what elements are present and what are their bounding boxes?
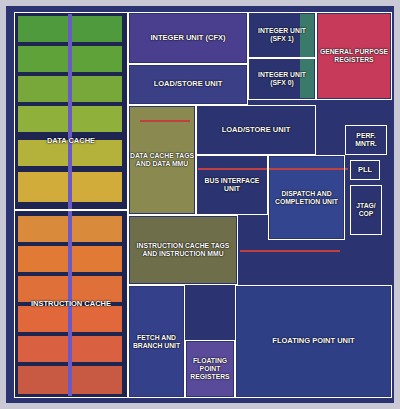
cache-array	[72, 306, 122, 332]
logic-area	[130, 14, 246, 62]
cache-array	[72, 172, 122, 202]
region-label: LOAD/STORE UNIT	[220, 126, 293, 135]
logic-area	[237, 287, 390, 396]
cache-array	[72, 246, 122, 272]
cache-array	[18, 106, 68, 132]
region-label: JTAG/ COP	[351, 202, 381, 218]
region-label: PLL	[356, 166, 374, 175]
die-region: DISPATCH AND COMPLETION UNIT	[268, 155, 345, 240]
wire-bus	[198, 168, 348, 170]
cache-array	[72, 216, 122, 242]
wire-bus	[240, 250, 340, 252]
cache-array	[72, 46, 122, 72]
die-body	[6, 6, 394, 403]
die-region: LOAD/STORE UNIT	[196, 105, 316, 155]
cache-column	[14, 12, 128, 398]
region-label: BUS INTERFACE UNIT	[197, 177, 267, 193]
cache-bus	[68, 14, 72, 396]
register-array	[318, 14, 390, 98]
tag-array	[130, 217, 236, 283]
cache-array	[18, 276, 68, 302]
cache-array	[18, 246, 68, 272]
tag-array	[130, 107, 194, 213]
cache-array	[18, 306, 68, 332]
die-region: PERF. MNTR.	[345, 125, 387, 155]
cache-array	[72, 276, 122, 302]
die-region: FLOATING POINT REGISTERS	[185, 340, 235, 398]
die-region: BUS INTERFACE UNIT	[196, 155, 268, 215]
region-label: DISPATCH AND COMPLETION UNIT	[269, 190, 344, 206]
die-region: FETCH AND BRANCH UNIT	[128, 285, 185, 398]
die-region: GENERAL PURPOSE REGISTERS	[316, 12, 392, 100]
region-label: INSTRUCTION CACHE TAGS AND INSTRUCTION M…	[129, 242, 237, 258]
region-label: LOAD/STORE UNIT	[152, 80, 225, 89]
die-region: INSTRUCTION CACHE	[14, 210, 128, 398]
region-label: INTEGER UNIT (SFX 0)	[249, 71, 315, 87]
cache-array	[18, 216, 68, 242]
region-label: INSTRUCTION CACHE	[29, 300, 113, 309]
die-region: DATA CACHE TAGS AND DATA MMU	[128, 105, 196, 215]
register-array	[187, 342, 233, 396]
die-region: INTEGER UNIT (SFX 0)	[248, 58, 316, 100]
region-label: FLOATING POINT REGISTERS	[186, 357, 234, 380]
logic-area	[130, 287, 183, 396]
region-label: GENERAL PURPOSE REGISTERS	[317, 48, 391, 64]
die-region: INTEGER UNIT (SFX 1)	[248, 12, 316, 58]
die-region: INTEGER UNIT (CFX)	[128, 12, 248, 64]
region-label: INTEGER UNIT (CFX)	[149, 34, 228, 43]
cache-array	[72, 336, 122, 362]
cache-array	[18, 46, 68, 72]
logic-area	[300, 14, 314, 98]
cache-array	[18, 366, 68, 394]
cache-array	[72, 76, 122, 102]
region-label: PERF. MNTR.	[346, 132, 386, 148]
cache-array	[18, 172, 68, 202]
die-region: FLOATING POINT UNIT	[235, 285, 392, 398]
cache-array	[72, 16, 122, 42]
die-region: PLL	[350, 160, 380, 180]
region-label: FLOATING POINT UNIT	[270, 337, 356, 346]
region-label: FETCH AND BRANCH UNIT	[129, 334, 184, 350]
die-region: INSTRUCTION CACHE TAGS AND INSTRUCTION M…	[128, 215, 238, 285]
cache-array	[72, 366, 122, 394]
wire-bus	[140, 120, 190, 122]
cache-array	[18, 76, 68, 102]
region-label: DATA CACHE	[45, 137, 97, 146]
cache-array	[18, 16, 68, 42]
cache-array	[72, 106, 122, 132]
die-region: DATA CACHE	[14, 12, 128, 210]
die-region: LOAD/STORE UNIT	[128, 64, 248, 105]
region-label: DATA CACHE TAGS AND DATA MMU	[129, 152, 195, 168]
logic-area	[130, 66, 246, 103]
region-label: INTEGER UNIT (SFX 1)	[249, 27, 315, 43]
die-region: JTAG/ COP	[350, 185, 382, 235]
cache-array	[18, 336, 68, 362]
